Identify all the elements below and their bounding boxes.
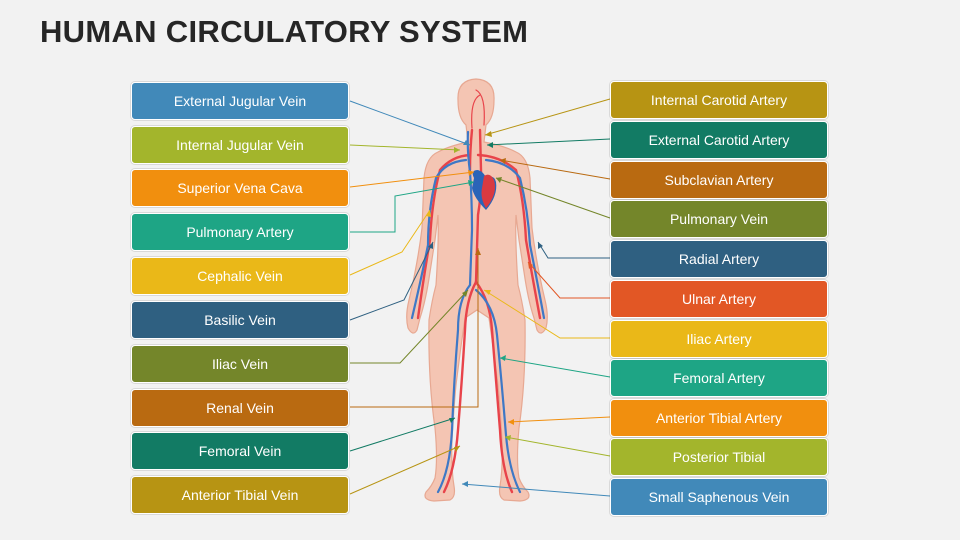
leader-renal-vein xyxy=(350,248,479,408)
leader-internal-carotid-artery xyxy=(484,98,611,136)
leader-superior-vena-cava xyxy=(349,171,475,188)
label-external-jugular-vein: External Jugular Vein xyxy=(131,82,349,120)
leader-iliac-artery xyxy=(483,289,610,339)
heart xyxy=(472,170,497,210)
label-anterior-tibial-artery: Anterior Tibial Artery xyxy=(610,399,828,437)
label-small-saphenous-vein: Small Saphenous Vein xyxy=(610,478,828,516)
label-ulnar-artery: Ulnar Artery xyxy=(610,280,828,318)
leader-external-carotid-artery xyxy=(486,138,611,146)
leader-anterior-tibial-artery xyxy=(507,416,611,423)
leader-ulnar-artery xyxy=(527,261,610,299)
label-renal-vein: Renal Vein xyxy=(131,389,349,427)
label-superior-vena-cava: Superior Vena Cava xyxy=(131,169,349,207)
leader-posterior-tibial xyxy=(504,436,611,457)
label-iliac-vein: Iliac Vein xyxy=(131,345,349,383)
label-posterior-tibial: Posterior Tibial xyxy=(610,438,828,476)
label-internal-carotid-artery: Internal Carotid Artery xyxy=(610,81,828,119)
label-pulmonary-artery: Pulmonary Artery xyxy=(131,213,349,251)
label-cephalic-vein: Cephalic Vein xyxy=(131,257,349,295)
label-external-carotid-artery: External Carotid Artery xyxy=(610,121,828,159)
leader-subclavian-artery xyxy=(499,159,611,180)
leader-external-jugular-vein xyxy=(349,100,471,146)
leader-femoral-artery xyxy=(499,357,611,378)
leader-cephalic-vein xyxy=(349,209,431,276)
leader-basilic-vein xyxy=(349,241,434,321)
leader-pulmonary-artery xyxy=(350,181,475,233)
label-iliac-artery: Iliac Artery xyxy=(610,320,828,358)
leader-small-saphenous-vein xyxy=(461,483,611,497)
leader-iliac-vein xyxy=(350,289,469,364)
leader-arrowheads xyxy=(426,131,543,487)
label-anterior-tibial-vein: Anterior Tibial Vein xyxy=(131,476,349,514)
label-subclavian-artery: Subclavian Artery xyxy=(610,161,828,199)
page-title: HUMAN CIRCULATORY SYSTEM xyxy=(40,14,529,49)
label-pulmonary-vein: Pulmonary Vein xyxy=(610,200,828,238)
label-femoral-artery: Femoral Artery xyxy=(610,359,828,397)
leader-radial-artery xyxy=(537,241,610,259)
leader-anterior-tibial-vein xyxy=(349,445,461,495)
label-radial-artery: Radial Artery xyxy=(610,240,828,278)
leader-femoral-vein xyxy=(349,417,456,452)
label-femoral-vein: Femoral Vein xyxy=(131,432,349,470)
label-basilic-vein: Basilic Vein xyxy=(131,301,349,339)
leader-pulmonary-vein xyxy=(495,177,611,219)
leader-internal-jugular-vein xyxy=(349,144,461,151)
label-internal-jugular-vein: Internal Jugular Vein xyxy=(131,126,349,164)
